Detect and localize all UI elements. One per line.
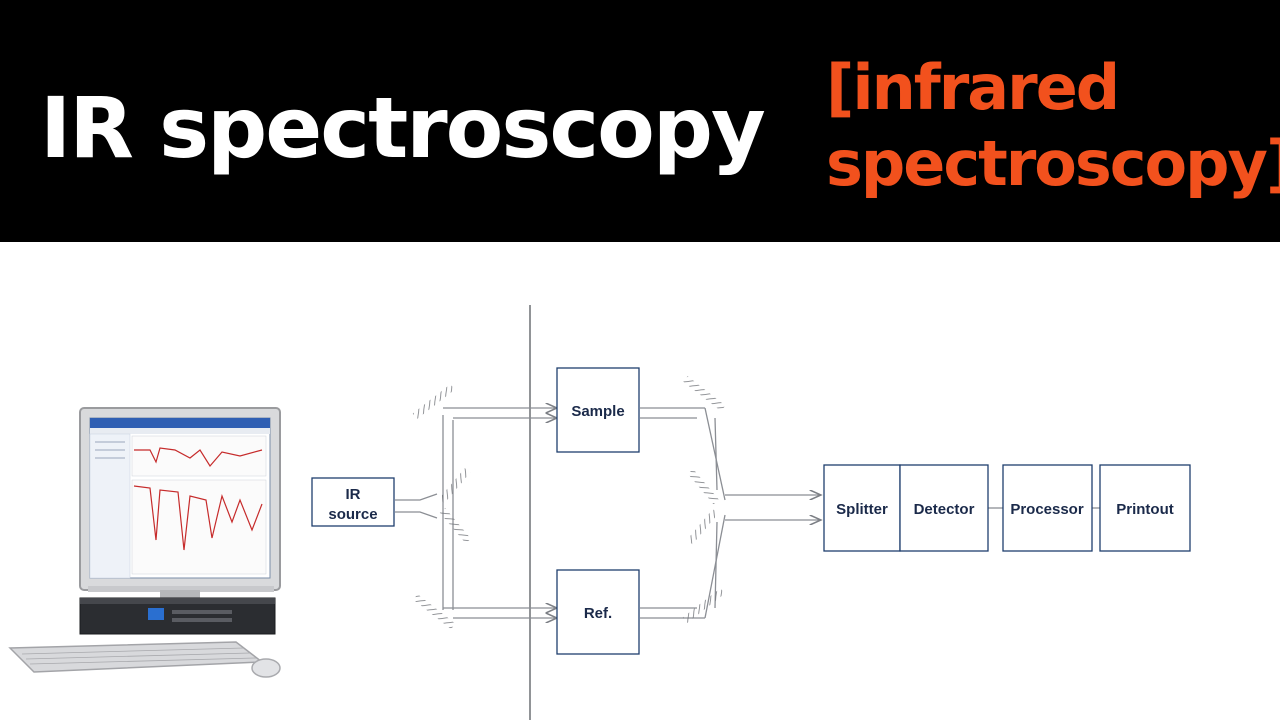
page-title: IR spectroscopy [40,79,766,177]
ir-source-box [311,477,395,527]
reference-label: Ref. [584,605,612,622]
ir-source-label-1: IR [346,486,361,503]
ir-source-label-2: source [328,506,377,523]
printout-label: Printout [1116,501,1174,518]
reference-box [556,569,640,655]
mirror-icon [412,376,726,630]
ir-spectrometer-diagram: IR source Sample Ref. Splitter Detector … [311,305,1191,720]
title-banner: IR spectroscopy [infrared spectroscopy] [0,0,1280,242]
processor-box [1002,464,1093,552]
page-subtitle: [infrared spectroscopy] [826,50,1280,202]
printout-box [1099,464,1191,552]
desktop-computer-icon [8,407,281,678]
subtitle-line-1: [infrared [826,51,1120,124]
processor-label: Processor [1010,501,1084,518]
detector-label: Detector [914,501,975,518]
subtitle-line-2: spectroscopy] [826,127,1280,200]
splitter-label: Splitter [836,501,888,518]
sample-box [556,367,640,453]
detector-box [899,464,989,552]
sample-label: Sample [571,403,624,420]
